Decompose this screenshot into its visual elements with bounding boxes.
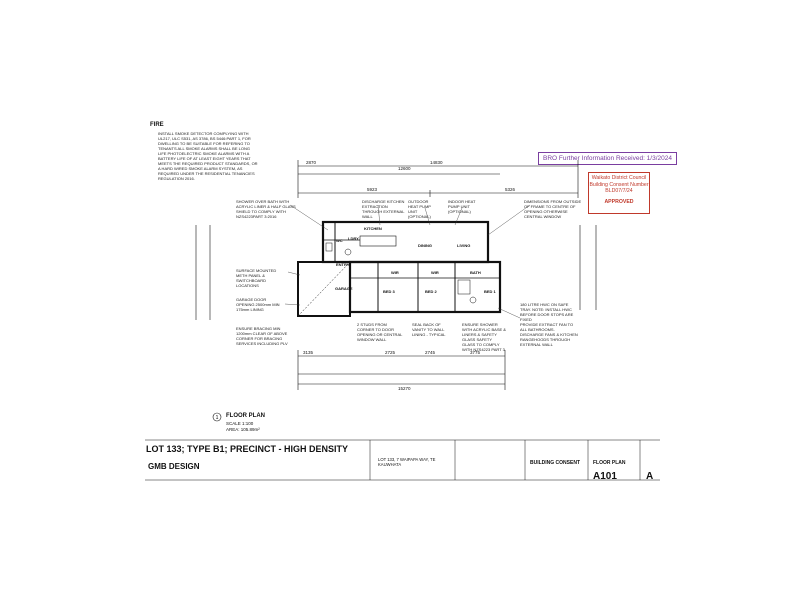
note-outdoor-heat: OUTDOOR HEAT PUMP UNIT (OPTIONAL)	[408, 199, 431, 219]
shower-fixture	[457, 279, 471, 295]
note-garage-door: GARAGE DOOR OPENING 2500mm MIN 175mm LIN…	[236, 297, 280, 312]
note-extract-fan: PROVIDE EXTRACT FAN TO ALL BATHROOMS. DI…	[520, 322, 578, 347]
room-laundry: LDRY	[348, 236, 359, 241]
room-living: LIVING	[457, 243, 471, 248]
note-seal: SEAL BACK OF VANITY TO WALL LINING - TYP…	[412, 322, 446, 337]
dim-top-c: 5923	[367, 187, 378, 192]
dim-bottom-overall: 15270	[398, 386, 411, 391]
dim-bottom-a: 3135	[303, 350, 314, 355]
consent-number: BLD07/7/24	[605, 188, 633, 194]
drawing-status: BUILDING CONSENT	[530, 460, 580, 466]
further-info-stamp: BRO Further Information Received: 1/3/20…	[538, 152, 677, 165]
room-wc: WC	[336, 238, 343, 243]
room-bed2: BED 2	[425, 289, 437, 294]
basin-fixture	[344, 248, 352, 256]
wc-fixture	[325, 242, 333, 252]
project-address: LOT 133, 7 WAIPAPA WAY, TE KAUWHATA	[378, 457, 436, 467]
company-name: GMB DESIGN	[148, 462, 200, 471]
council-name: Waikato District Council	[591, 175, 647, 181]
room-dining: DINING	[418, 243, 432, 248]
room-bed3: BED 3	[383, 289, 395, 294]
bath-basin-fixture	[469, 296, 477, 304]
note-indoor-heat: INDOOR HEAT PUMP UNIT (OPTIONAL)	[448, 199, 476, 214]
note-ensure-shower: ENSURE SHOWER WITH ACRYLIC BASE & LINERS…	[462, 322, 506, 352]
dim-bottom-d: 3775	[470, 350, 481, 355]
room-garage: GARAGE	[335, 286, 353, 291]
room-bath: BATH	[470, 270, 481, 275]
council-approval-stamp: Waikato District Council Building Consen…	[588, 172, 650, 214]
room-entry: ENTRY	[336, 262, 350, 267]
lot-title: LOT 133; TYPE B1; PRECINCT - HIGH DENSIT…	[146, 444, 349, 454]
room-kitchen: KITCHEN	[364, 226, 382, 231]
room-wir-2: WIR	[431, 270, 439, 275]
dim-top-a: 2870	[306, 160, 317, 165]
dim-bottom-c: 2745	[425, 350, 436, 355]
note-water-heater: 180 LITRE HWC ON SAFE TRAY. NOTE: INSTAL…	[520, 302, 574, 322]
plan-scale: SCALE 1:100	[226, 421, 254, 426]
room-wir-3: WIR	[391, 270, 399, 275]
sheet-number: A101	[593, 471, 617, 482]
note-ensure-bracing: ENSURE BRACING MIN 1200mm CLEAR OF ABOVE…	[236, 326, 288, 346]
garage-walls	[297, 261, 351, 317]
note-shower: SHOWER OVER BATH WITH ACRYLIC LINER & HA…	[236, 199, 296, 219]
plan-number-marker	[212, 412, 222, 422]
fire-notes-text: INSTALL SMOKE DETECTOR COMPLYING WITH UL…	[158, 131, 258, 181]
dim-top-d: 5326	[505, 187, 516, 192]
plan-number: 1	[216, 415, 219, 421]
note-dimensions: DIMENSIONS FROM OUTSIDE OF FRAME TO CENT…	[524, 199, 582, 219]
fire-notes-title: FIRE	[150, 122, 164, 128]
plan-area: AREA: 105.89m²	[226, 427, 260, 432]
sheet-title: FLOOR PLAN	[593, 460, 626, 466]
note-discharge: DISCHARGE KITCHEN EXTRACTION THROUGH EXT…	[362, 199, 405, 219]
approved-label: APPROVED	[604, 198, 634, 205]
note-studs: 2 STUDS FROM CORNER TO DOOR OPENING OR C…	[357, 322, 403, 342]
consent-number-label: Building Consent Number	[589, 181, 649, 188]
plan-title: FLOOR PLAN	[226, 413, 265, 419]
note-surface: SURFACE MOUNTED METH PANEL & SWITCHBOARD…	[236, 268, 277, 288]
room-bed1: BED 1	[484, 289, 496, 294]
revision-letter: A	[646, 471, 654, 482]
living-dining-walls	[321, 220, 490, 264]
dim-top-b: 12600	[398, 166, 411, 171]
dim-bottom-b: 2725	[385, 350, 396, 355]
dim-top-overall: 14830	[430, 160, 443, 165]
